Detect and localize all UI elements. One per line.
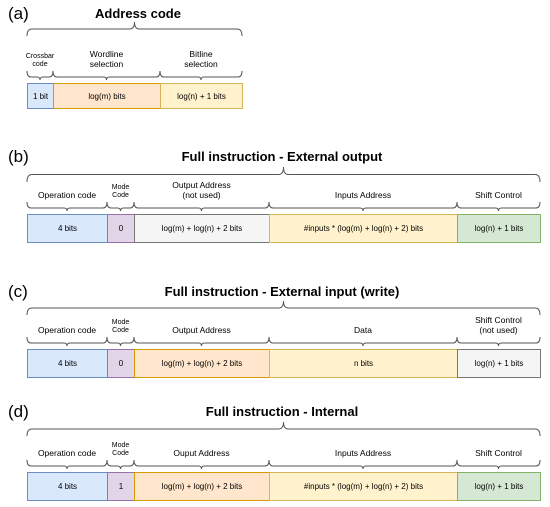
field-brace bbox=[106, 459, 135, 470]
field-brace bbox=[133, 336, 270, 347]
field-box: 4 bits bbox=[27, 472, 108, 501]
field-brace bbox=[268, 201, 458, 212]
field-brace bbox=[456, 459, 541, 470]
field-brace bbox=[26, 459, 108, 470]
field-brace bbox=[159, 70, 243, 81]
group-brace bbox=[26, 21, 243, 37]
field-label: Inputs Address bbox=[334, 448, 392, 458]
field-brace bbox=[133, 201, 270, 212]
field-box: #inputs * (log(m) + log(n) + 2) bits bbox=[269, 214, 458, 243]
field-label: Operation code bbox=[37, 190, 97, 200]
field-label: Data bbox=[354, 325, 372, 335]
field-box: 0 bbox=[107, 349, 135, 378]
panel-label: (b) bbox=[8, 147, 29, 166]
panel-title: Full instruction - External input (write… bbox=[164, 284, 400, 299]
field-box: log(m) + log(n) + 2 bits bbox=[134, 214, 270, 243]
field-box: n bits bbox=[269, 349, 458, 378]
field-box: log(n) + 1 bits bbox=[457, 349, 541, 378]
field-brace bbox=[268, 336, 458, 347]
field-brace bbox=[106, 336, 135, 347]
panel-label: (a) bbox=[8, 4, 29, 23]
field-label: Mode Code bbox=[111, 319, 130, 334]
field-label: Shift Control bbox=[475, 448, 522, 458]
field-brace bbox=[26, 70, 54, 81]
field-label: Ouput Address bbox=[173, 448, 230, 458]
field-label: Shift Control (not used) bbox=[475, 315, 522, 335]
field-brace bbox=[26, 201, 108, 212]
field-box: 1 bit bbox=[27, 83, 54, 109]
field-box: 1 bbox=[107, 472, 135, 501]
panel-label: (d) bbox=[8, 402, 29, 421]
field-label: Operation code bbox=[37, 325, 97, 335]
field-box: log(m) + log(n) + 2 bits bbox=[134, 349, 270, 378]
field-brace bbox=[133, 459, 270, 470]
field-label: Inputs Address bbox=[334, 190, 392, 200]
field-label: Mode Code bbox=[111, 442, 130, 457]
field-box: log(n) + 1 bits bbox=[457, 472, 541, 501]
panel-title: Address code bbox=[95, 6, 181, 21]
field-brace bbox=[106, 201, 135, 212]
field-box: 4 bits bbox=[27, 214, 108, 243]
field-label: Output Address bbox=[172, 325, 231, 335]
field-brace bbox=[268, 459, 458, 470]
field-box: 4 bits bbox=[27, 349, 108, 378]
field-box: log(n) + 1 bits bbox=[457, 214, 541, 243]
field-box: log(m) + log(n) + 2 bits bbox=[134, 472, 270, 501]
field-brace bbox=[52, 70, 161, 81]
field-label: Shift Control bbox=[475, 190, 522, 200]
field-label: Output Address (not used) bbox=[172, 180, 231, 200]
group-brace bbox=[26, 166, 541, 183]
field-brace bbox=[26, 336, 108, 347]
field-label: Operation code bbox=[37, 448, 97, 458]
field-brace bbox=[456, 201, 541, 212]
field-box: log(m) bits bbox=[53, 83, 161, 109]
field-label: Mode Code bbox=[111, 184, 130, 199]
group-brace bbox=[26, 421, 541, 437]
field-label: Crossbar code bbox=[25, 53, 55, 68]
panel-label: (c) bbox=[8, 282, 28, 301]
field-label: Wordline selection bbox=[89, 49, 124, 69]
field-box: #inputs * (log(m) + log(n) + 2) bits bbox=[269, 472, 458, 501]
panel-title: Full instruction - Internal bbox=[205, 404, 359, 419]
panel-title: Full instruction - External output bbox=[181, 149, 383, 164]
field-box: log(n) + 1 bits bbox=[160, 83, 243, 109]
field-brace bbox=[456, 336, 541, 347]
field-label: Bitline selection bbox=[184, 49, 218, 69]
group-brace bbox=[26, 300, 541, 316]
